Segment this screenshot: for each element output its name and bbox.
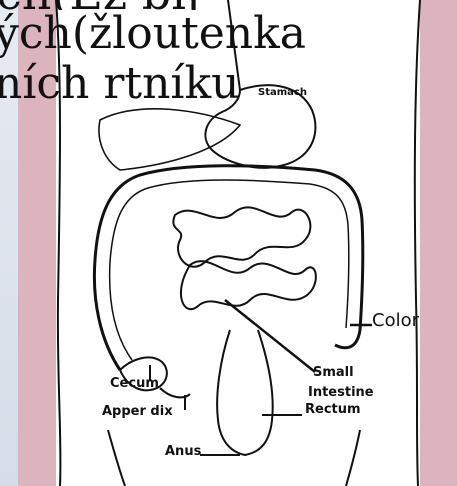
small-intestine [173, 207, 310, 266]
caption-line-1: ých(žloutenka [0, 10, 306, 58]
label-rectum: Rectum [305, 403, 361, 417]
rectum [217, 330, 273, 455]
colon [94, 166, 362, 370]
leg-left [108, 430, 125, 486]
caption-line-2: ních rtníku [0, 60, 240, 108]
leg-right [346, 430, 360, 486]
liver [99, 109, 240, 170]
small-intestine-2 [181, 261, 316, 309]
label-cecum: Cecum [110, 377, 159, 391]
label-small: Small [313, 366, 354, 380]
small-intestine-pointer [225, 300, 315, 372]
label-appendix: Apper dix [102, 405, 173, 419]
label-intestine: Intestine [308, 386, 374, 400]
label-colon: Color [372, 314, 419, 328]
torso-outline-right [415, 0, 420, 486]
label-stomach: Stamach [258, 86, 307, 100]
label-anus: Anus [165, 445, 201, 459]
